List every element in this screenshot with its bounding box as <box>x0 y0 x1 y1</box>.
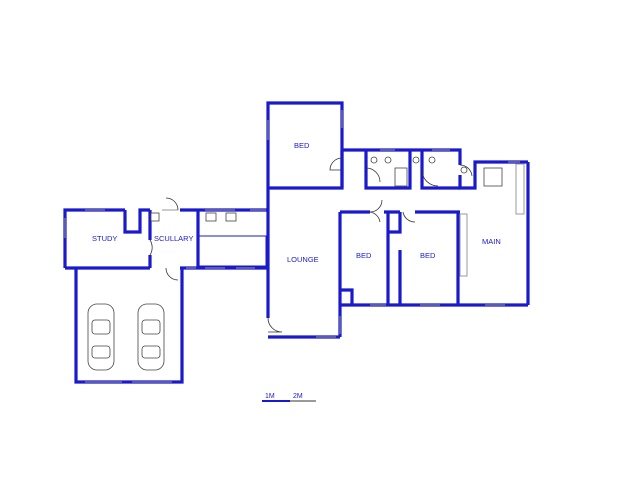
room-label-study: STUDY <box>92 234 117 243</box>
sink-icon <box>150 212 160 222</box>
scale-bar: 1M 2M <box>262 393 316 402</box>
wall-garage <box>74 268 184 384</box>
room-labels: BED STUDY SCULLARY LOUNGE BED BED MAIN <box>92 141 501 264</box>
door-swing <box>165 267 179 281</box>
door-swing <box>365 167 381 183</box>
door-swing <box>459 164 473 177</box>
door-swing <box>369 199 383 213</box>
door-swing <box>421 169 439 187</box>
fixtures <box>87 156 525 371</box>
scale-label-2m: 2M <box>293 393 303 400</box>
door-swing <box>149 239 153 256</box>
stove-icon <box>225 212 237 222</box>
windows <box>64 110 520 383</box>
wall-bed-divider-2 <box>388 212 402 305</box>
door-swing <box>369 211 381 223</box>
room-label-scullery: SCULLARY <box>154 234 193 243</box>
wall-small-closet <box>340 288 354 305</box>
room-label-main: MAIN <box>482 237 501 246</box>
door-swing <box>267 317 283 333</box>
basin-icon <box>412 156 420 164</box>
scale-label-1m: 1M <box>265 393 275 400</box>
car-icon <box>137 303 165 371</box>
room-label-lounge: LOUNGE <box>287 255 319 264</box>
wardrobe <box>515 163 525 215</box>
wall-bath-divider-2 <box>420 150 460 190</box>
room-label-bed-top: BED <box>294 141 310 150</box>
wall-bath-divider-1 <box>364 150 412 190</box>
kitchen-counter <box>197 235 267 267</box>
wall-bath-main <box>458 160 528 190</box>
wall-bath-top <box>342 148 462 165</box>
room-label-bed-right: BED <box>420 251 436 260</box>
car-icon <box>87 303 115 371</box>
room-label-bed-middle: BED <box>356 251 372 260</box>
door-swing <box>402 211 416 223</box>
door-swing <box>165 197 179 211</box>
wardrobe <box>459 213 468 277</box>
toilet-icon <box>460 166 468 174</box>
wall-study-east <box>123 208 150 234</box>
basin-icon <box>370 156 378 164</box>
toilet-icon <box>384 156 392 164</box>
shower-icon <box>483 167 503 187</box>
shower-icon <box>394 167 408 187</box>
sink-icon <box>205 212 217 222</box>
door-swing <box>329 157 343 171</box>
doors <box>149 157 473 333</box>
basin-icon <box>428 156 436 164</box>
